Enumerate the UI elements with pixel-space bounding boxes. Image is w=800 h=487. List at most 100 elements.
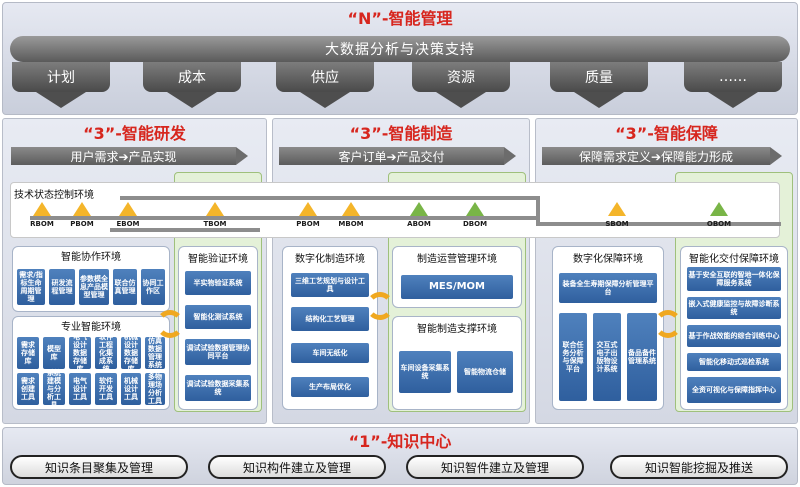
bom-label: SBOM xyxy=(605,220,629,228)
pillar-more: …… xyxy=(684,62,782,110)
smart-support-cell: 嵌入式健康监控与故障诊断系统 xyxy=(686,296,782,320)
collab-cell: 协同工作区 xyxy=(140,268,166,306)
knowledge-pill: 知识智能挖掘及推送 xyxy=(610,455,788,479)
flow-bar: 保障需求定义➔保障能力形成 xyxy=(542,147,782,165)
bom-label: ABOM xyxy=(407,220,431,228)
pillar-arrow-icon xyxy=(167,92,217,108)
section-title: “3”-智能制造 xyxy=(349,124,453,143)
tbom-marker xyxy=(206,202,224,216)
pro-cell: 电气设计数据存储库 xyxy=(68,333,92,373)
pro-cell: 需求存储库 xyxy=(16,336,40,370)
collab-cell: 需求/指标生命周期管理 xyxy=(16,268,46,306)
bom-label: OBOM xyxy=(706,220,732,228)
pro-cell: 机械设计数据存储库 xyxy=(120,333,142,373)
pillar-arrow-icon xyxy=(708,92,758,108)
pro-cell: 模型库 xyxy=(42,336,66,370)
cycle-ring-icon xyxy=(366,292,394,320)
pillar-label: 供应 xyxy=(276,62,374,92)
bom-label: DBOM xyxy=(462,220,488,228)
digital-support-title: 数字化保障环境 xyxy=(573,253,643,265)
bigdata-decision-bar: 大数据分析与决策支持 xyxy=(10,36,790,62)
cycle-ring-icon xyxy=(654,310,682,338)
digital-mfg-cell: 三维工艺规划与设计工具 xyxy=(290,272,370,298)
tech-status-label: 技术状态控制环境 xyxy=(14,190,94,201)
management-title: “N”-智能管理 xyxy=(347,9,453,28)
digital-mfg-title: 数字化制造环境 xyxy=(295,253,365,265)
pillar-quality: 质量 xyxy=(550,62,648,110)
collab-cell: 参数模全息产品模型管理 xyxy=(78,268,110,306)
pro-cell: 机械设计工具 xyxy=(120,372,142,406)
bom-flow-line xyxy=(110,228,260,232)
pro-cell: 仿真数据管理系统 xyxy=(144,336,166,370)
bom-label: MBOM xyxy=(338,220,364,228)
pillar-label: 计划 xyxy=(12,62,110,92)
bom-label: PBOM xyxy=(296,220,320,228)
digital-mfg-cell: 生产布局优化 xyxy=(290,376,370,398)
knowledge-pill: 知识智件建立及管理 xyxy=(406,455,584,479)
bom-label: PBOM xyxy=(70,220,94,228)
knowledge-center-title: “1”-知识中心 xyxy=(348,432,452,451)
bom-label: TBOM xyxy=(203,220,227,228)
pro-env-title: 专业智能环境 xyxy=(61,321,121,333)
sbom-marker xyxy=(608,202,626,216)
pillar-arrow-icon xyxy=(36,92,86,108)
abom-marker xyxy=(410,202,428,216)
smart-support-cell: 全资可视化与保障指挥中心 xyxy=(686,376,782,404)
section-title: “3”-智能保障 xyxy=(615,124,718,143)
knowledge-pill: 知识构件建立及管理 xyxy=(208,455,386,479)
pillar-label: 质量 xyxy=(550,62,648,92)
digital-mfg-cell: 车间无纸化 xyxy=(290,342,370,364)
verify-cell: 半实物验证系统 xyxy=(184,270,252,296)
cycle-ring-icon xyxy=(156,310,184,338)
pillar-cost: 成本 xyxy=(143,62,241,110)
pillar-label: 成本 xyxy=(143,62,241,92)
bom-label: EBOM xyxy=(116,220,140,228)
support-cell: 联合任务分析与保障平台 xyxy=(558,312,588,402)
mfg-ops-title: 制造运营管理环境 xyxy=(417,253,497,265)
pro-cell: 多物理场分析工具 xyxy=(144,372,166,406)
smart-support-cell: 智能化移动式巡检系统 xyxy=(686,352,782,372)
bom-label: RBOM xyxy=(30,220,54,228)
pillar-label: 资源 xyxy=(412,62,510,92)
pbom-marker xyxy=(299,202,317,216)
bom-flow-line xyxy=(536,222,781,226)
rbom-marker xyxy=(33,202,51,216)
pbom-marker xyxy=(73,202,91,216)
flow-bar: 用户需求➔产品实现 xyxy=(11,147,248,165)
support-platform-cell: 装备全生寿期保障分析管理平台 xyxy=(558,272,658,304)
dbom-marker xyxy=(466,202,484,216)
section-title: “3”-智能研发 xyxy=(83,124,186,143)
pillar-resource: 资源 xyxy=(412,62,510,110)
collab-cell: 联合仿真管理 xyxy=(112,268,138,306)
bom-flow-line xyxy=(30,216,540,220)
smart-support-cell: 基于作战效能的综合训练中心 xyxy=(686,324,782,348)
pillar-arrow-icon xyxy=(436,92,486,108)
pro-cell: 电气设计工具 xyxy=(68,372,92,406)
verify-cell: 调试试验数据管理协同平台 xyxy=(184,338,252,366)
mfg-support-cell: 车间设备采集系统 xyxy=(398,350,452,394)
verify-env-title: 智能验证环境 xyxy=(188,253,248,265)
ebom-marker xyxy=(119,202,137,216)
obom-marker xyxy=(710,202,728,216)
bom-flow-line xyxy=(536,196,540,226)
pillar-label: …… xyxy=(684,62,782,92)
smart-support-title: 智能化交付保障环境 xyxy=(689,253,779,265)
pro-cell: 软件开发工具 xyxy=(94,372,118,406)
mbom-marker xyxy=(342,202,360,216)
verify-cell: 调试试验数据采集系统 xyxy=(184,374,252,402)
pro-cell: 系统建模与分析工具 xyxy=(42,369,66,409)
mfg-support-title: 智能制造支撑环境 xyxy=(417,323,497,335)
pillar-supply: 供应 xyxy=(276,62,374,110)
pro-cell: 软件工程化集成系统 xyxy=(94,333,118,373)
knowledge-pill: 知识条目聚集及管理 xyxy=(10,455,188,479)
collab-env-title: 智能协作环境 xyxy=(61,251,121,263)
pillar-plan: 计划 xyxy=(12,62,110,110)
mfg-support-cell: 智能物流仓储 xyxy=(456,350,514,394)
collab-cell: 研发流程管理 xyxy=(48,268,76,306)
pro-cell: 需求创建工具 xyxy=(16,372,40,406)
support-cell: 交互式电子出版物设计系统 xyxy=(592,312,622,402)
flow-bar: 客户订单➔产品交付 xyxy=(279,147,516,165)
verify-cell: 智能化测试系统 xyxy=(184,304,252,330)
bom-flow-line xyxy=(120,196,540,200)
support-cell: 备品备件管理系统 xyxy=(626,312,658,402)
